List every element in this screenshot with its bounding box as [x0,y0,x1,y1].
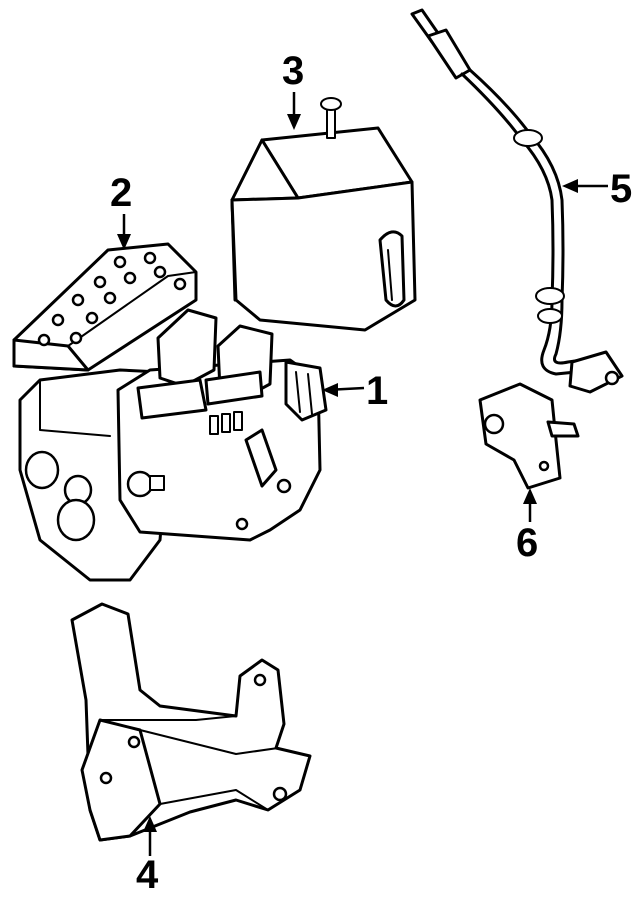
callout-2: 2 [110,171,132,250]
callout-label-1: 1 [366,369,388,413]
cover-part [230,97,417,332]
control-module-part [116,308,328,542]
callout-1: 1 [322,369,388,413]
callout-5: 5 [562,167,632,211]
callout-6: 6 [516,488,538,565]
sensor-cable-part [410,8,624,394]
speed-sensor-part [478,382,580,490]
callout-3: 3 [282,49,304,130]
callout-label-6: 6 [516,521,538,565]
bracket-part [70,602,312,842]
callout-label-3: 3 [282,49,304,93]
callout-label-4: 4 [136,853,159,897]
callout-4: 4 [136,816,159,897]
valve-block-part [12,242,198,372]
callout-label-2: 2 [110,171,132,215]
callout-label-5: 5 [610,167,632,211]
